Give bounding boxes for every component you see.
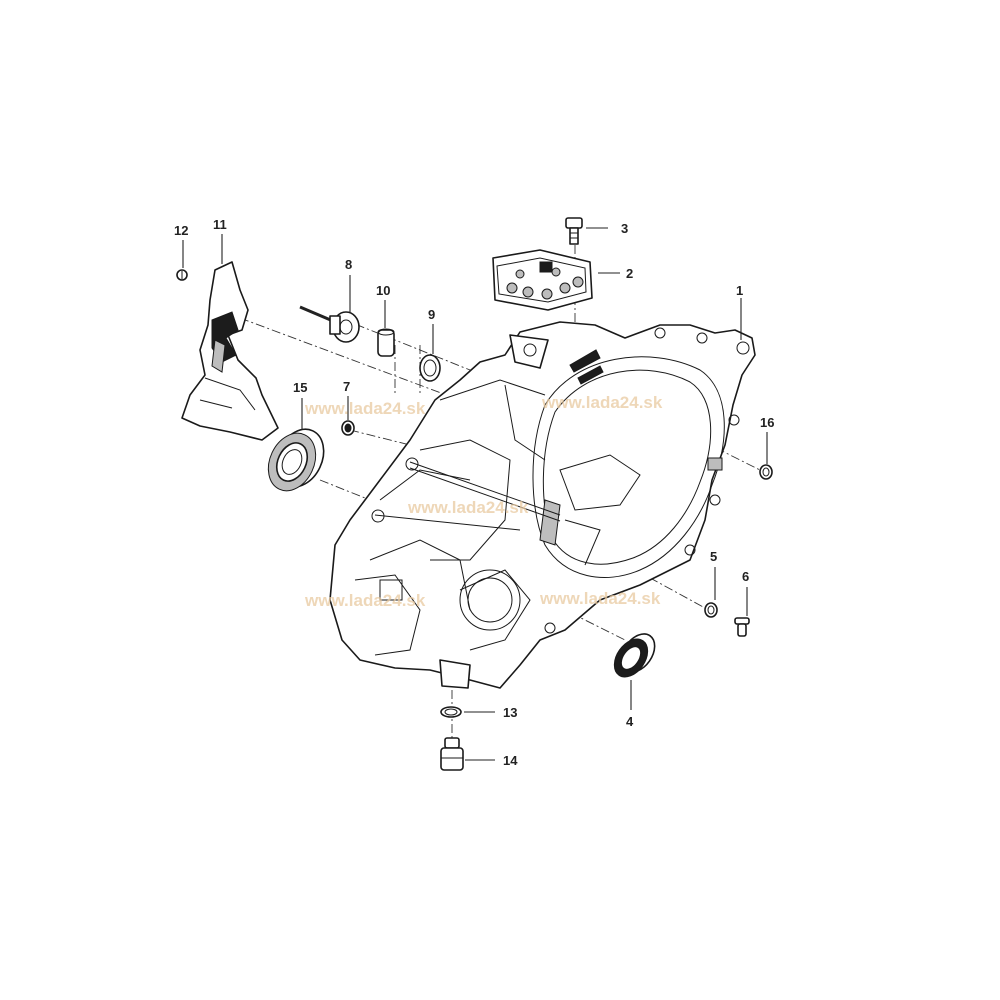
- callout-15: 15: [293, 380, 307, 395]
- callout-9: 9: [428, 307, 435, 322]
- bearing: [267, 428, 325, 492]
- callouts: 1 2 3 4 5 6 7 8 9 10 11 12 13 14 15 16: [174, 217, 774, 768]
- plug-bolt: [734, 617, 750, 637]
- callout-14: 14: [503, 753, 518, 768]
- dowel-pin: [377, 328, 395, 357]
- leader-lines: [182, 227, 768, 761]
- watermark-2: www.lada24.sk: [541, 393, 663, 412]
- small-pin: [341, 420, 355, 436]
- callout-16: 16: [760, 415, 774, 430]
- cover-plate: [492, 249, 593, 311]
- watermark-3: www.lada24.sk: [407, 498, 529, 517]
- callout-6: 6: [742, 569, 749, 584]
- gearbox-housing: [329, 321, 756, 689]
- washer-16: [759, 464, 773, 480]
- callout-8: 8: [345, 257, 352, 272]
- bolt: [565, 217, 583, 245]
- watermark-1: www.lada24.sk: [304, 399, 426, 418]
- drain-plug: [440, 737, 464, 771]
- callout-3: 3: [621, 221, 628, 236]
- washer: [704, 602, 718, 618]
- watermark-4: www.lada24.sk: [304, 591, 426, 610]
- oil-seal-right: [613, 633, 656, 678]
- ring-seal: [419, 354, 441, 382]
- callout-10: 10: [376, 283, 390, 298]
- watermarks: www.lada24.sk www.lada24.sk www.lada24.s…: [304, 393, 663, 610]
- callout-11: 11: [213, 217, 227, 232]
- side-shield: [181, 261, 279, 441]
- watermark-5: www.lada24.sk: [539, 589, 661, 608]
- shaft-with-flange: [299, 305, 360, 343]
- callout-2: 2: [626, 266, 633, 281]
- callout-12: 12: [174, 223, 188, 238]
- screw-small: [176, 269, 188, 281]
- o-ring: [440, 706, 462, 718]
- callout-13: 13: [503, 705, 517, 720]
- callout-1: 1: [736, 283, 743, 298]
- callout-7: 7: [343, 379, 350, 394]
- callout-5: 5: [710, 549, 717, 564]
- callout-4: 4: [626, 714, 634, 729]
